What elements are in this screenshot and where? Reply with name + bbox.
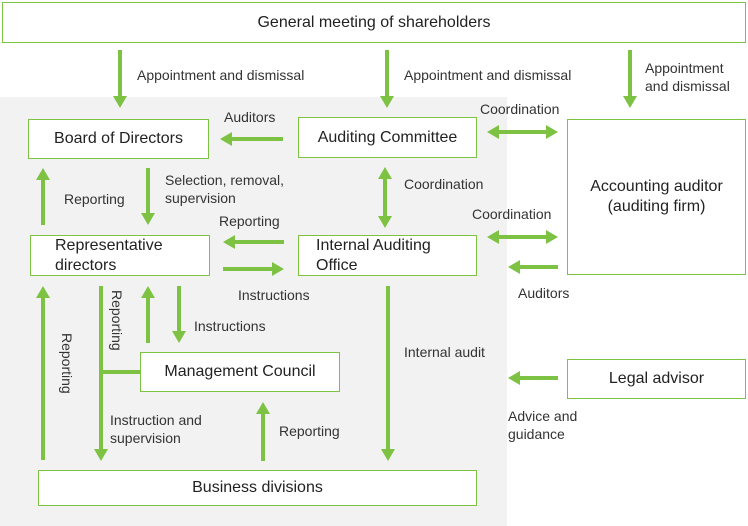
arrow-reporting-rep xyxy=(223,235,284,249)
arrow-instruction-supervision xyxy=(94,286,108,461)
label-selection: Selection, removal, supervision xyxy=(165,172,285,206)
business-divisions-box: Business divisions xyxy=(38,470,477,506)
arrow-coordination-iao xyxy=(487,230,558,244)
arrow-reporting-business-council xyxy=(256,402,270,461)
label-coordination-middle: Coordination xyxy=(404,176,484,192)
label-coordination-top: Coordination xyxy=(480,101,560,117)
label-reporting-business: Reporting xyxy=(279,423,340,439)
arrow-appoint-accounting xyxy=(623,50,637,108)
label-auditors-top: Auditors xyxy=(224,109,276,125)
internal-auditing-office-box: Internal Auditing Office xyxy=(298,235,477,276)
board-box: Board of Directors xyxy=(28,119,209,159)
arrow-reporting-board xyxy=(36,168,50,225)
label-coordination-iao: Coordination xyxy=(472,206,552,222)
label-auditors-bottom: Auditors xyxy=(518,285,570,301)
label-reporting-board: Reporting xyxy=(64,191,125,207)
label-instruction-supervision: Instruction and supervision xyxy=(110,412,202,446)
label-appointment-committee: Appointment and dismissal xyxy=(404,67,572,83)
label-reporting-rep: Reporting xyxy=(219,213,280,229)
arrow-auditors-top xyxy=(220,132,283,146)
label-instructions-council: Instructions xyxy=(194,318,266,334)
auditing-committee-box: Auditing Committee xyxy=(298,117,477,158)
arrow-selection xyxy=(141,168,155,225)
accounting-auditor-box: Accounting auditor (auditing firm) xyxy=(567,119,746,275)
arrow-instructions-council xyxy=(172,286,186,343)
shareholders-box: General meeting of shareholders xyxy=(2,2,746,43)
arrow-coordination-middle xyxy=(378,167,392,228)
arrow-appoint-board xyxy=(113,50,127,108)
management-council-box: Management Council xyxy=(140,352,340,392)
label-appointment-accounting: Appointment and dismissal xyxy=(645,60,730,94)
representative-directors-box: Representative directors xyxy=(30,235,210,276)
arrow-advice xyxy=(508,371,558,385)
arrow-internal-audit xyxy=(381,286,395,461)
label-instructions-iao: Instructions xyxy=(238,287,310,303)
arrow-appoint-committee xyxy=(380,50,394,108)
legal-advisor-box: Legal advisor xyxy=(567,359,746,399)
arrow-reporting-business-rep xyxy=(36,286,50,460)
label-internal-audit: Internal audit xyxy=(404,344,485,360)
arrow-auditors-bottom xyxy=(508,260,558,274)
label-advice: Advice and guidance xyxy=(508,408,578,442)
label-reporting-vertical-2: Reporting xyxy=(59,333,75,394)
arrow-reporting-council xyxy=(141,286,155,343)
company-panel xyxy=(0,97,507,526)
label-appointment-board: Appointment and dismissal xyxy=(137,67,305,83)
arrow-coordination-top xyxy=(487,125,558,139)
arrow-instructions-iao xyxy=(223,262,284,276)
label-reporting-vertical-1: Reporting xyxy=(109,290,125,351)
